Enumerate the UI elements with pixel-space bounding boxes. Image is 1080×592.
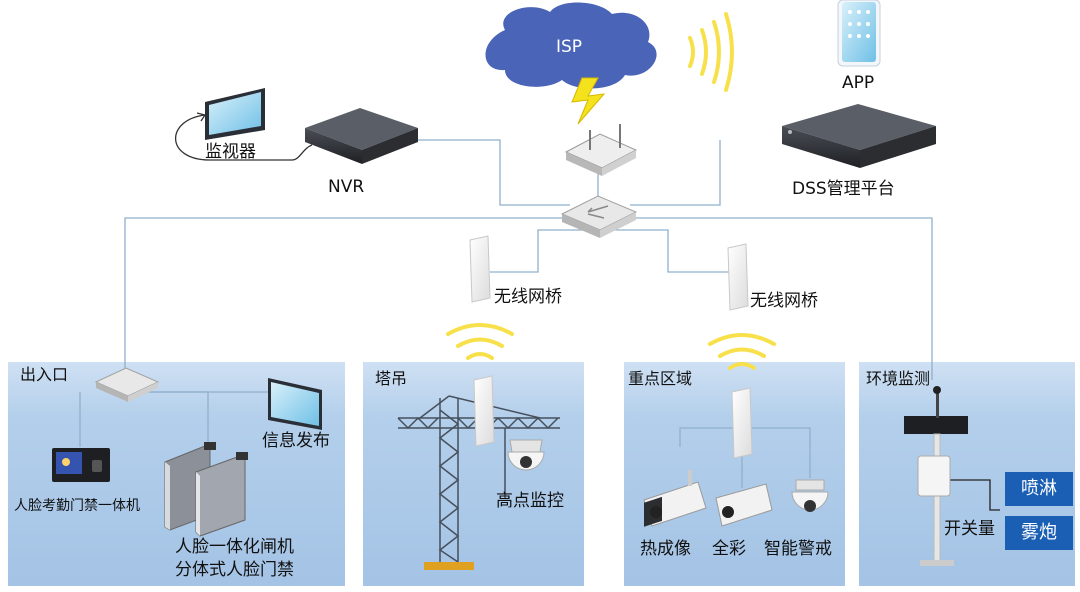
smart-alert-label: 智能警戒	[764, 539, 832, 559]
tower-crane-base	[424, 562, 474, 570]
full-color-camera-icon	[715, 483, 773, 527]
nvr-label: NVR	[328, 177, 365, 197]
tower-bridge-icon	[473, 375, 495, 447]
wireless-bridge-right-icon	[727, 243, 749, 311]
thermal-camera-icon	[643, 470, 707, 527]
tower-camera-icon	[507, 439, 545, 471]
entrance-switch-icon	[94, 367, 160, 402]
dss-label: DSS管理平台	[792, 179, 895, 199]
key-area-wifi-icon	[708, 333, 776, 370]
isp-label: ISP	[556, 37, 583, 57]
turnstile-gate-icon	[164, 442, 248, 537]
core-switch-icon	[560, 195, 638, 238]
switch-label: 开关量	[944, 519, 995, 539]
lightning-icon	[571, 77, 606, 125]
nvr-icon	[305, 108, 418, 164]
info-release-monitor-icon	[268, 378, 322, 430]
fog-cannon-button[interactable]: 雾炮	[1005, 516, 1073, 550]
monitor-label: 监视器	[205, 142, 256, 162]
bridge-left-label: 无线网桥	[494, 287, 562, 307]
zone-entrance-title: 出入口	[20, 365, 69, 384]
wireless-bridge-left-icon	[469, 235, 491, 303]
smart-dome-camera-icon	[791, 479, 829, 512]
face-terminal-icon	[52, 448, 110, 482]
router-icon	[564, 124, 638, 176]
isp-cloud	[485, 2, 657, 89]
tower-wifi-icon	[446, 323, 514, 360]
zone-environment-title: 环境监测	[866, 369, 931, 388]
tower-camera-label: 高点监控	[496, 491, 564, 511]
app-phone-icon	[837, 0, 881, 67]
gate-label-line2: 分体式人脸门禁	[175, 560, 294, 580]
dss-server-icon	[782, 104, 936, 168]
zone-key-area-title: 重点区域	[628, 369, 693, 388]
bridge-right-label: 无线网桥	[750, 291, 818, 311]
app-label: APP	[842, 73, 875, 93]
monitor-icon	[174, 88, 313, 161]
tower-crane-icon	[397, 395, 560, 563]
thermal-label: 热成像	[640, 539, 691, 559]
full-color-label: 全彩	[712, 539, 746, 559]
wifi-signal-icon	[688, 12, 734, 92]
environment-monitor-icon	[904, 386, 968, 566]
key-area-bridge-icon	[731, 387, 753, 459]
info-release-label: 信息发布	[262, 431, 330, 451]
zone-tower-title: 塔吊	[375, 369, 408, 388]
gate-label-line1: 人脸一体化闸机	[175, 537, 294, 557]
zone-tower	[363, 362, 584, 586]
spray-button[interactable]: 喷淋	[1005, 472, 1073, 506]
face-terminal-label: 人脸考勤门禁一体机	[14, 498, 140, 514]
